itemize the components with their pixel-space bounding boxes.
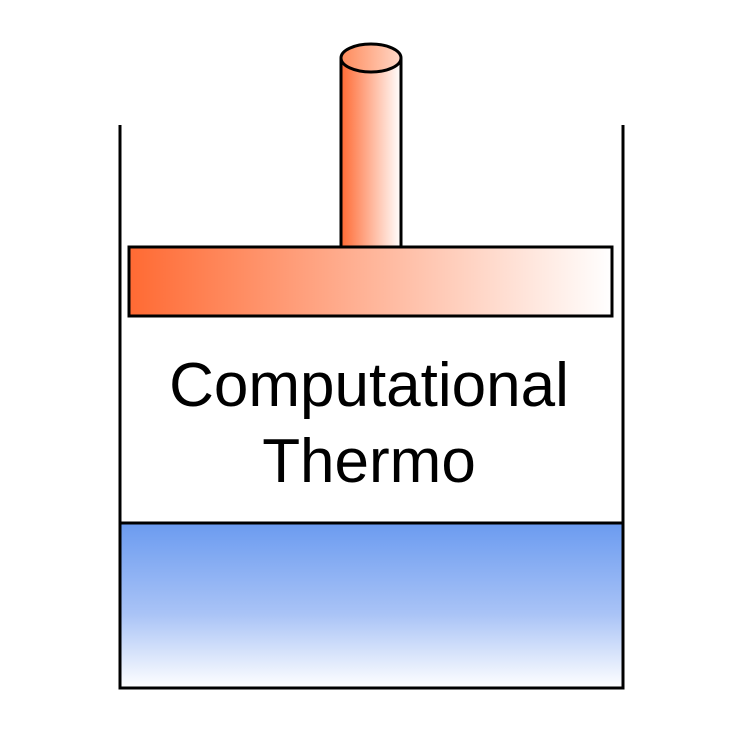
cylinder-icon — [118, 125, 625, 690]
piston-icon — [127, 42, 614, 318]
logo-title-line1: Computational — [169, 351, 569, 420]
liquid-icon — [120, 523, 623, 688]
logo-title-line2: Thermo — [262, 427, 476, 496]
